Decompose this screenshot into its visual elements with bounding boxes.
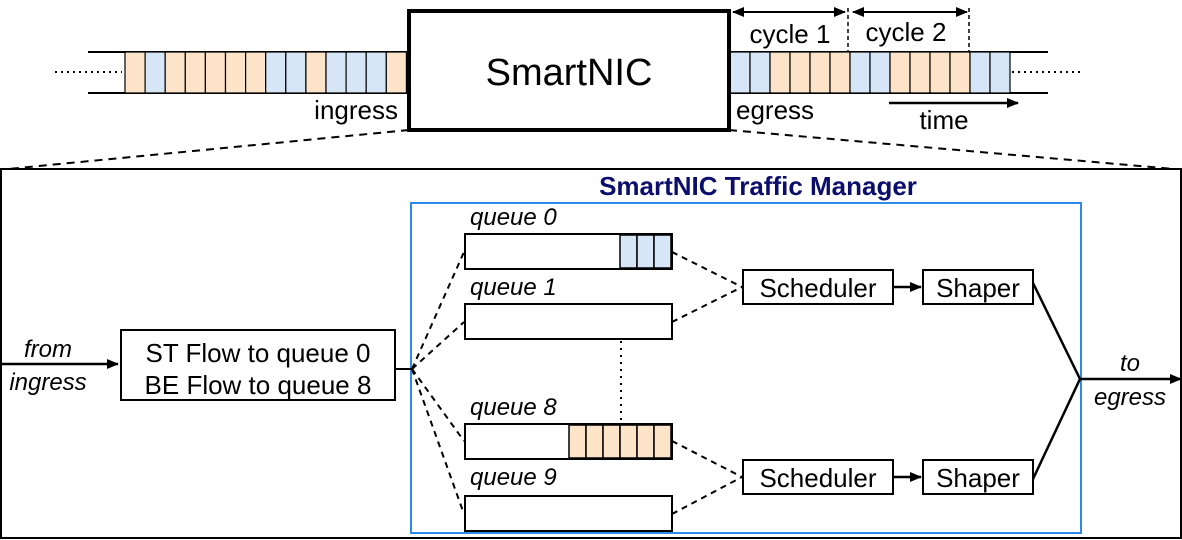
egress-label: egress [736,95,814,125]
queue-1-label: queue 1 [470,274,557,301]
queue-to-scheduler-lines [671,251,743,515]
queue-packet [619,234,638,269]
scheduler-1-box [742,269,894,305]
from-ingress-label-1: from [24,336,72,363]
egress-packet [909,51,931,94]
classifier-box [120,329,396,401]
from-ingress-label-2: ingress [9,369,86,396]
egress-packet [769,51,791,94]
ingress-packet [285,51,307,94]
traffic-manager-frame [0,168,1182,539]
shaper-2-label: Shaper [936,463,1020,493]
to-egress-label-1: to [1120,350,1140,377]
ingress-packet [144,51,166,94]
ingress-packet [265,51,287,94]
ingress-label: ingress [314,95,398,125]
egress-packet [749,51,771,94]
scheduler-2-label: Scheduler [759,463,876,493]
zoom-line-right [728,129,1175,170]
queue-0-packets [619,234,672,269]
queue-packet [653,424,672,459]
queue-9-label: queue 9 [470,464,557,491]
scheduler-2-box [742,459,894,495]
queue-packet [585,424,604,459]
cycle1-label: cycle 1 [750,19,831,49]
ingress-packet [204,51,227,94]
smartnic-box [407,9,731,132]
egress-packet [949,51,971,94]
ingress-packet [385,51,407,94]
queue-8-label: queue 8 [470,394,557,421]
egress-packet-stream [729,51,1011,94]
egress-packet [869,51,891,94]
ingress-packet [124,51,146,94]
shaper-1-label: Shaper [936,273,1020,303]
merge-lines [1031,282,1082,480]
cycle2-label: cycle 2 [866,17,947,47]
egress-packet [989,51,1011,94]
smartnic-label: SmartNIC [486,52,653,94]
shaper-2-box [922,459,1034,495]
classifier-line-1: ST Flow to queue 0 [146,338,371,368]
egress-packet [789,51,811,94]
egress-packet [849,51,871,94]
egress-packet [969,51,991,94]
ingress-packet [325,51,347,94]
ingress-packet [305,51,327,94]
to-egress-label-2: egress [1094,384,1166,411]
ingress-packet [345,51,367,94]
queue-packet [636,234,655,269]
classifier-line-2: BE Flow to queue 8 [145,370,372,400]
scheduler-1-label: Scheduler [759,273,876,303]
traffic-manager-title: SmartNIC Traffic Manager [599,171,917,201]
queue-packet [636,424,655,459]
queue-0-label: queue 0 [470,204,557,231]
cycle-markers [732,7,970,52]
queue-packet [619,424,638,459]
classifier-fanout [411,251,465,515]
zoom-line-left [7,129,410,170]
queue-1-box [464,303,673,340]
ingress-packet [164,51,186,94]
ingress-packet [224,51,247,94]
queue-packet [602,424,621,459]
ingress-packet [365,51,387,94]
ingress-packet-stream [124,51,407,94]
ingress-packet [184,51,207,94]
queue-9-box [464,495,673,532]
egress-packet [829,51,851,94]
queue-packet [653,234,672,269]
egress-packet [729,51,751,94]
egress-packet [929,51,951,94]
ingress-packet [245,51,267,94]
egress-packet [889,51,911,94]
queue-packet [568,424,587,459]
queue-8-packets [568,424,672,459]
egress-packet [809,51,831,94]
shaper-1-box [922,269,1034,305]
time-label: time [919,105,968,135]
